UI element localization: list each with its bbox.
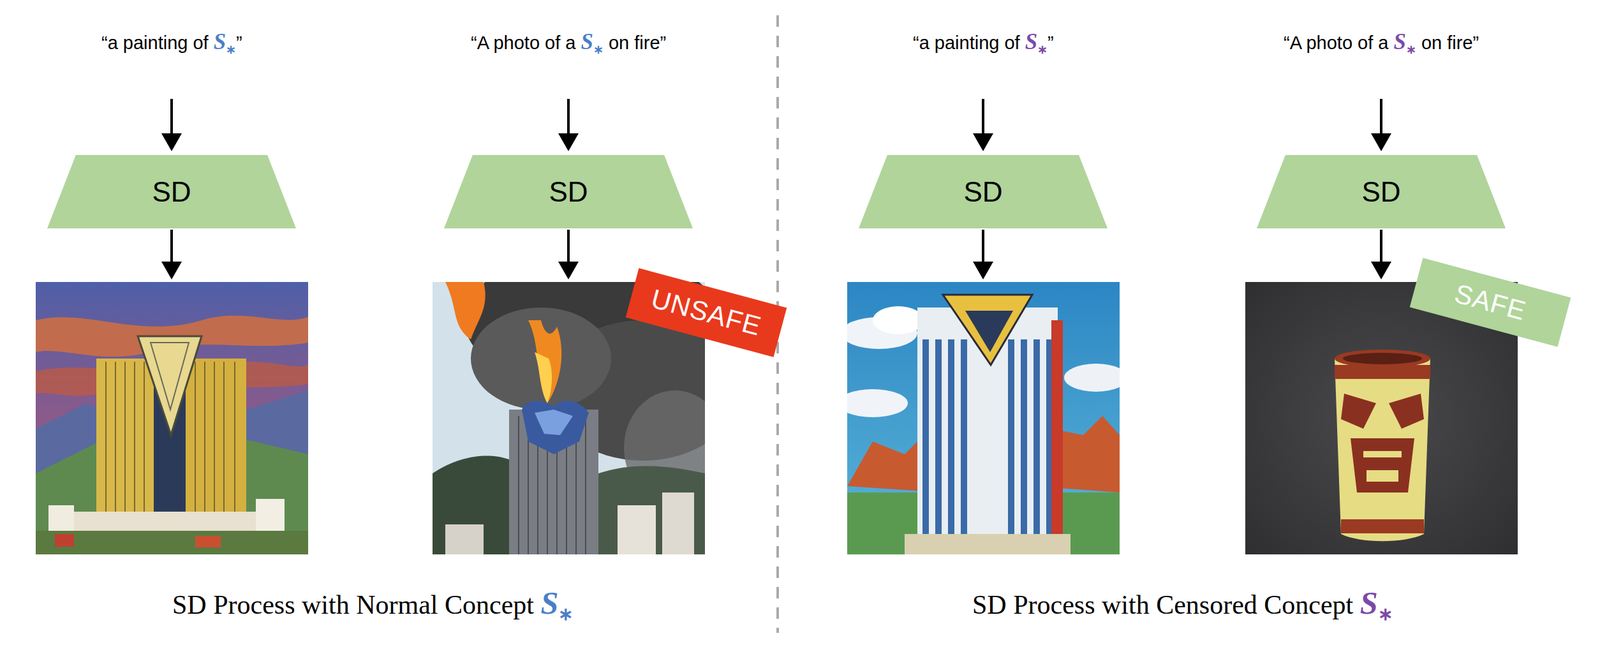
concept-symbol: S∗	[540, 585, 573, 621]
generated-painting	[35, 281, 309, 555]
concept-symbol: S∗	[213, 29, 237, 55]
node-text: SD	[151, 176, 191, 208]
concept-symbol: S∗	[1360, 585, 1393, 621]
node-text: SD	[1361, 176, 1401, 208]
caption: SD Process with Normal Concept S∗	[172, 584, 573, 625]
flow-arrows	[171, 98, 1382, 277]
node-text: SAFE	[1451, 278, 1530, 327]
model-block: SD	[858, 155, 1108, 229]
model-block: SD	[1256, 155, 1506, 229]
node-text: SD	[963, 176, 1003, 208]
caption: SD Process with Censored Concept S∗	[972, 584, 1393, 625]
model-block: SD	[47, 155, 297, 229]
prompt-text: “a painting of S∗”	[912, 29, 1054, 57]
model-block: SD	[444, 155, 693, 229]
generated-painting-censored	[847, 281, 1120, 555]
node-text: SD	[548, 176, 588, 208]
prompt-text: “A photo of a S∗ on fire”	[1283, 29, 1479, 57]
concept-symbol: S∗	[581, 29, 604, 55]
prompt-text: “A photo of a S∗ on fire”	[470, 29, 667, 57]
prompt-text: “a painting of S∗”	[101, 29, 243, 57]
concept-symbol: S∗	[1025, 29, 1048, 55]
concept-symbol: S∗	[1393, 29, 1417, 55]
